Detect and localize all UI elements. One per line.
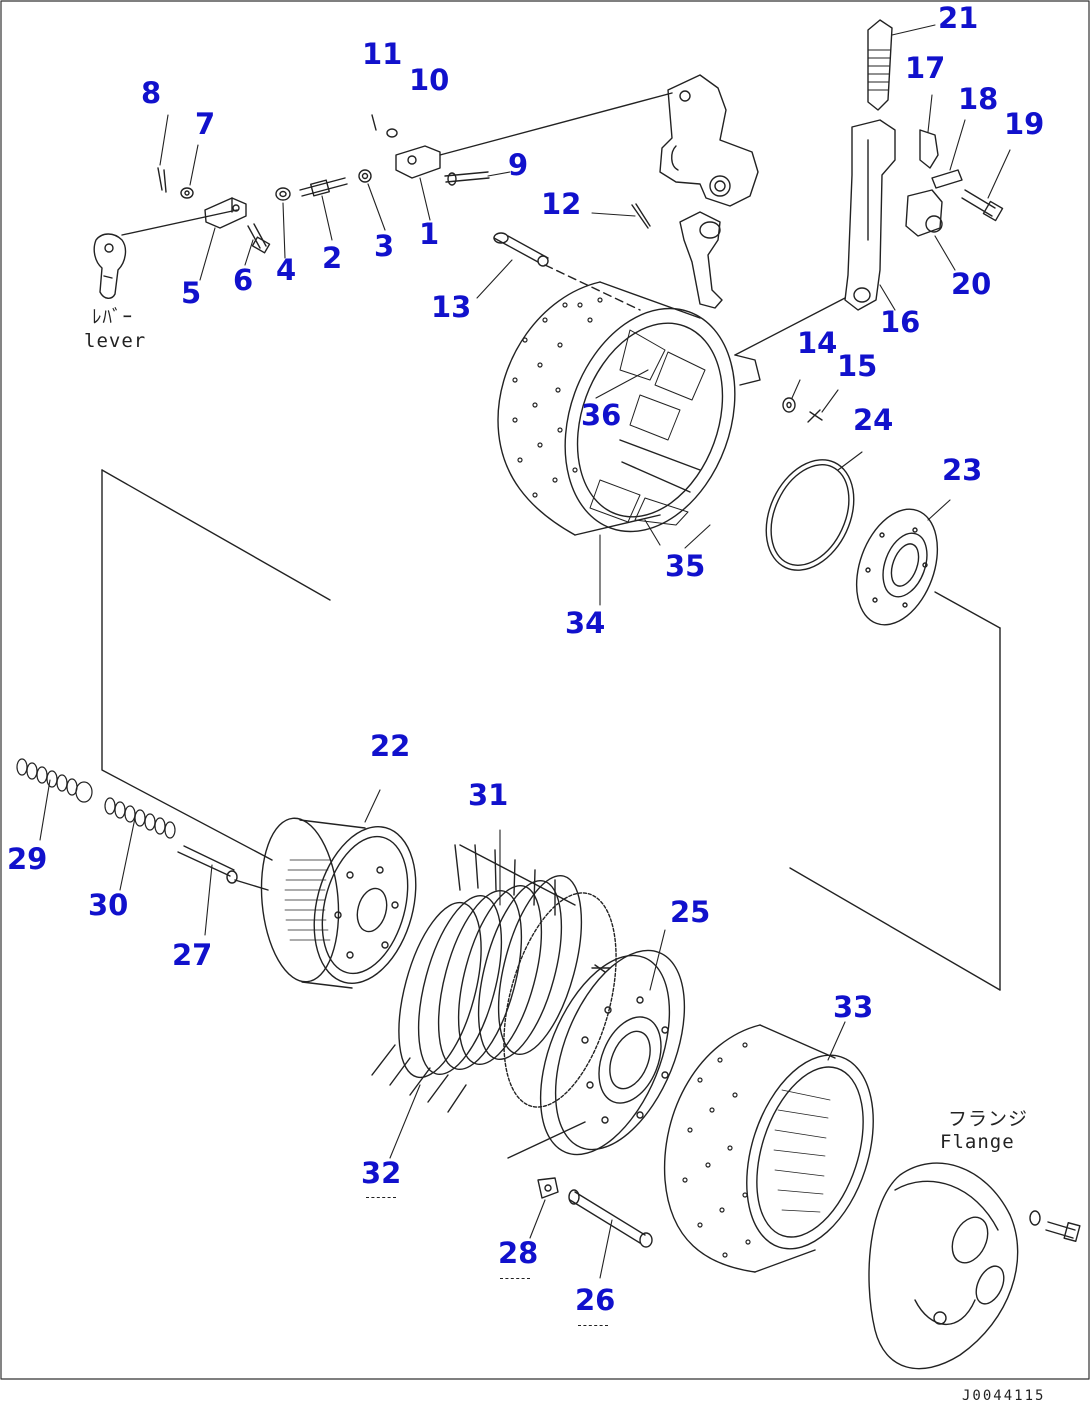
- callout-18: 18: [958, 82, 999, 116]
- bolt-6: [247, 223, 271, 254]
- callout-6: 6: [233, 263, 254, 297]
- adjust-rod-21: [867, 19, 893, 111]
- lining-segments: [589, 329, 706, 526]
- callout-25: 25: [670, 895, 711, 929]
- spring-30: [104, 797, 176, 839]
- clevis-1: [395, 145, 441, 179]
- spring-29: [16, 758, 93, 803]
- pin-13: [493, 232, 549, 267]
- callout-30: 30: [88, 888, 129, 922]
- bolt-26: [568, 1189, 653, 1248]
- clutch-hub: [260, 817, 417, 989]
- callout-21: 21: [938, 1, 979, 35]
- callout-1: 1: [419, 217, 440, 251]
- callout-32: 32: [361, 1156, 402, 1190]
- drum-holes: [512, 297, 603, 498]
- callout-28-underline: [500, 1278, 530, 1279]
- callout-13: 13: [431, 290, 472, 324]
- pin-27: [177, 845, 238, 884]
- bracket-casting: [659, 74, 759, 207]
- key-18: [931, 169, 963, 189]
- callout-12: 12: [541, 187, 582, 221]
- pin-8: [157, 167, 167, 193]
- clutch-disc-pack: [371, 844, 617, 1113]
- drum-splines: [773, 1089, 831, 1213]
- callout-11: 11: [362, 37, 403, 71]
- callout-17: 17: [905, 51, 946, 85]
- turnbuckle-2: [299, 177, 348, 197]
- callout-24: 24: [853, 403, 894, 437]
- seal-ring: [765, 459, 855, 571]
- callout-leaders: [39, 24, 1011, 1279]
- projection-lines: [101, 92, 1001, 1159]
- callout-19: 19: [1004, 107, 1045, 141]
- callout-27: 27: [172, 938, 213, 972]
- nut-4: [275, 187, 291, 201]
- callout-34: 34: [565, 606, 606, 640]
- washer-10: [386, 128, 398, 138]
- clutch-piston: [539, 949, 686, 1156]
- callout-26: 26: [575, 1283, 616, 1317]
- link-arm: [679, 211, 723, 309]
- clutch-drum-holes: [682, 1042, 751, 1258]
- callout-2: 2: [322, 241, 343, 275]
- callout-9: 9: [508, 148, 529, 182]
- callout-5: 5: [181, 276, 202, 310]
- end-plate: [855, 508, 939, 626]
- callout-26-underline: [578, 1325, 608, 1326]
- washer-14: [782, 397, 796, 413]
- callout-15: 15: [837, 349, 878, 383]
- flange-label-jp: フランジ: [948, 1108, 1029, 1130]
- block-20: [905, 189, 943, 237]
- pin-15: [807, 409, 823, 423]
- pin-9: [444, 171, 490, 186]
- washer-7: [180, 187, 194, 199]
- wedge-17: [919, 129, 939, 169]
- drawing-code: J0044115: [962, 1388, 1046, 1404]
- clevis-5: [204, 197, 247, 229]
- callout-14: 14: [797, 326, 838, 360]
- brake-lever-arm: [844, 119, 896, 311]
- washer-28: [537, 1177, 559, 1199]
- callout-31: 31: [468, 778, 509, 812]
- pin-12: [631, 203, 651, 229]
- callout-36: 36: [581, 398, 622, 432]
- flange-cover: [868, 1162, 1019, 1370]
- callout-33: 33: [833, 990, 874, 1024]
- pin-11: [371, 114, 377, 131]
- callout-10: 10: [409, 63, 450, 97]
- flange-label-en: Flange: [940, 1131, 1015, 1153]
- bolt-19: [961, 189, 1004, 222]
- callout-22: 22: [370, 729, 411, 763]
- lever-label-jp: ﾚﾊﾞｰ: [92, 306, 134, 328]
- callout-16: 16: [880, 305, 921, 339]
- callout-35: 35: [665, 549, 706, 583]
- brake-drum: [497, 281, 761, 536]
- callout-23: 23: [942, 453, 983, 487]
- lever-label-en: lever: [84, 330, 147, 352]
- callout-4: 4: [276, 253, 297, 287]
- lever-bracket: [93, 233, 127, 299]
- callout-20: 20: [951, 267, 992, 301]
- callout-29: 29: [7, 842, 48, 876]
- callout-8: 8: [141, 76, 162, 110]
- callout-32-underline: [366, 1197, 396, 1198]
- callout-7: 7: [195, 107, 216, 141]
- callout-3: 3: [374, 229, 395, 263]
- flange-bolt: [1029, 1210, 1081, 1242]
- callout-28: 28: [498, 1236, 539, 1270]
- hub-splines: [284, 859, 331, 941]
- clutch-drum: [663, 1024, 874, 1273]
- nut-3: [358, 169, 372, 183]
